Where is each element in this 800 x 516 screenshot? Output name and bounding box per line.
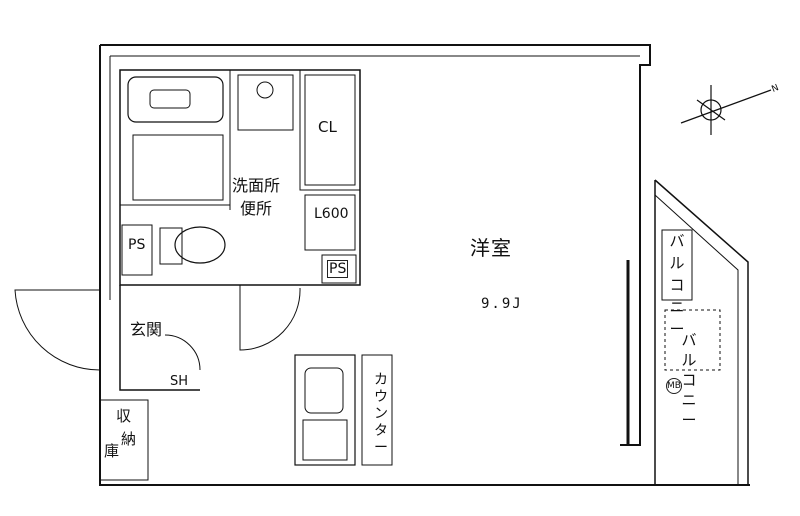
counter (361, 354, 393, 466)
western-room-label: 洋室 (470, 236, 512, 260)
compass-icon (680, 85, 772, 135)
entrance-wall (119, 285, 200, 391)
western-room-size: 9.9J (481, 296, 523, 312)
storage-label-top: 収 (116, 407, 132, 425)
closet-label: CL (318, 118, 337, 136)
ps-left-label: PS (127, 237, 147, 253)
storage (99, 399, 149, 481)
balcony-label-2: バルコニー (681, 331, 697, 429)
bathtub (127, 76, 224, 123)
balcony-storage (661, 229, 693, 301)
washroom-label-line1: 洗面所 (232, 176, 281, 195)
front-door-swing (14, 289, 101, 371)
storage-label-mid: 納 (121, 430, 137, 448)
ps-box-right (321, 254, 357, 284)
shower-area (132, 134, 224, 201)
shoe-box-label: SH (170, 374, 189, 389)
storage-label-bottom: 庫 (104, 442, 120, 460)
balcony-label-1: バルコニー (669, 232, 685, 338)
counter-label: カウンター (374, 372, 388, 456)
balcony-outline (654, 179, 749, 485)
fridge-space-label: L600 (314, 206, 349, 222)
outer-wall (100, 44, 651, 446)
shoebox-door-swing (164, 334, 201, 371)
washroom-door-swing (239, 285, 301, 351)
closet (304, 74, 356, 186)
partition-bath (119, 69, 361, 286)
ps-box-left (121, 224, 153, 276)
entrance-label: 玄関 (130, 316, 163, 340)
outer-wall-west (99, 45, 750, 486)
fridge-space (304, 194, 356, 251)
meter-box-label: MB (666, 378, 682, 394)
washroom-label: 洗面所 便所 (232, 174, 280, 220)
stove (302, 419, 348, 461)
washroom-label-line2: 便所 (240, 199, 273, 218)
kitchen-sink (294, 354, 356, 466)
ps-right-label: PS (327, 260, 349, 278)
toilet (174, 226, 226, 264)
wash-basin (237, 74, 294, 131)
